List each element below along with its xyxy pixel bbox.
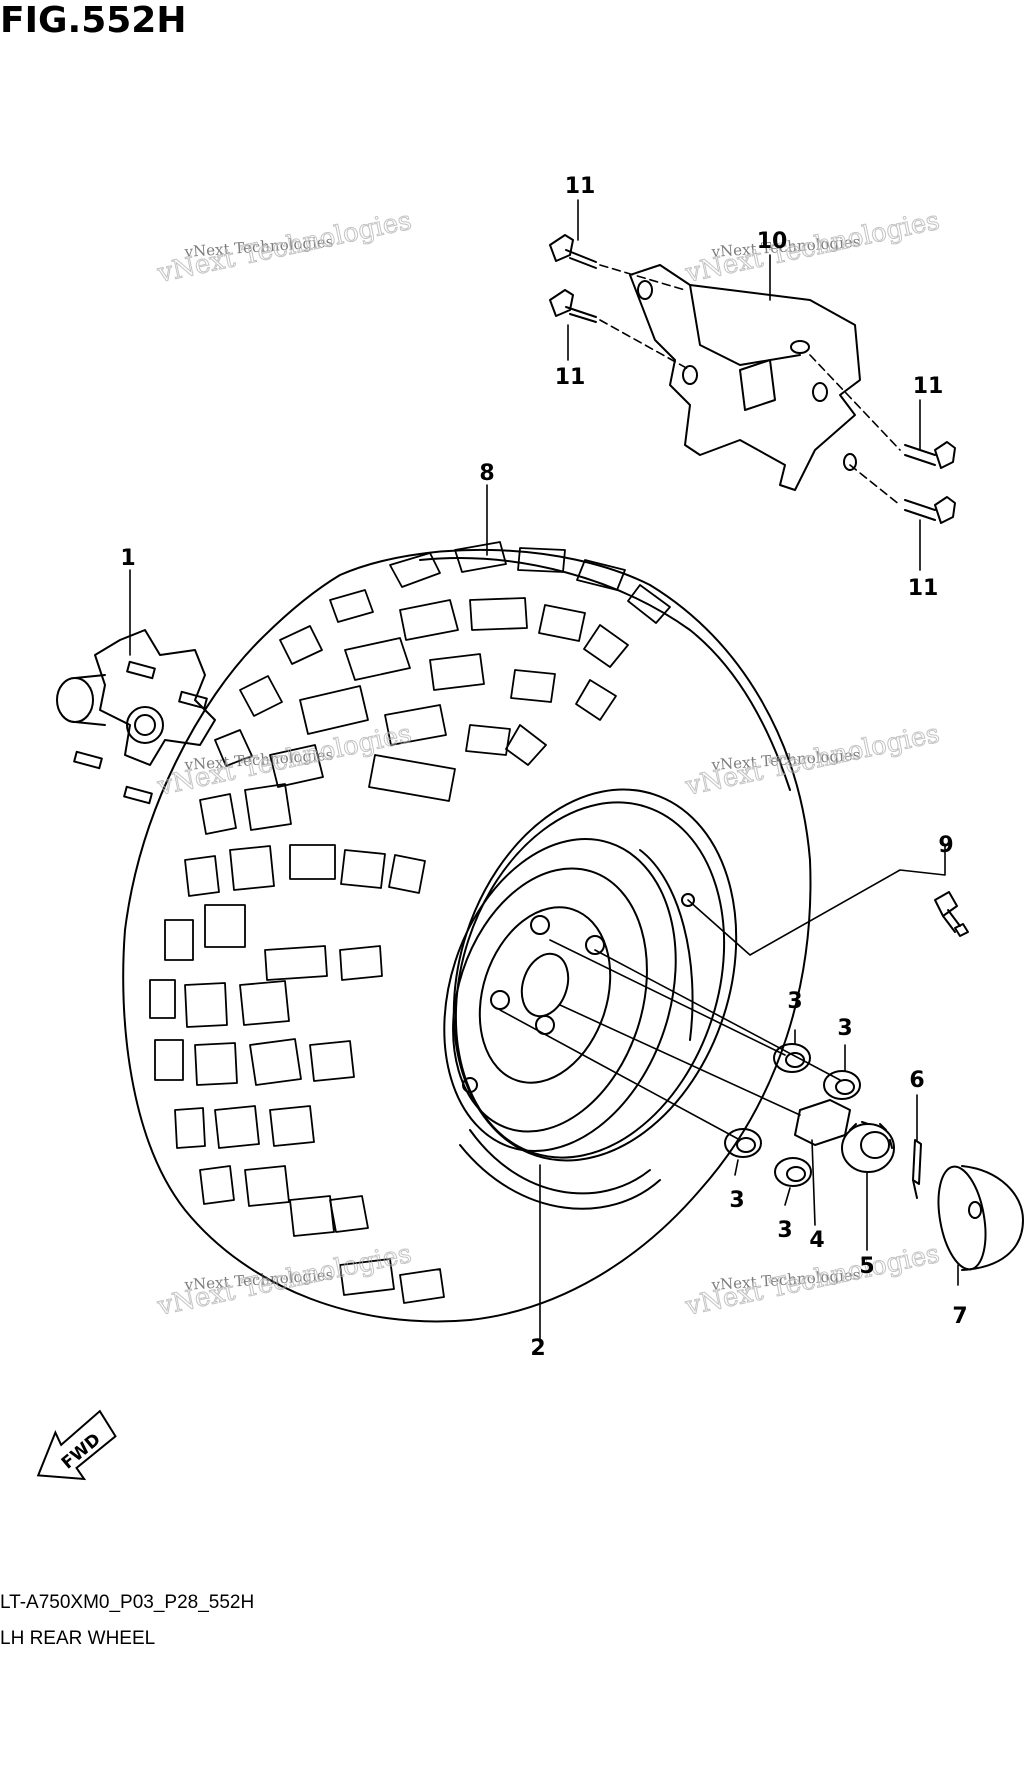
castle-nut — [841, 1121, 895, 1173]
tire-tread-lugs — [149, 541, 671, 1304]
callout-5: 5 — [859, 1254, 874, 1279]
callout-3: 3 — [787, 989, 802, 1014]
callout-9: 9 — [938, 833, 953, 858]
figure-title: FIG.552H — [0, 0, 187, 41]
valve — [934, 891, 969, 937]
fwd-arrow-icon: FWD — [36, 1409, 117, 1481]
wheel-rim — [443, 788, 738, 1210]
bracket — [629, 264, 861, 491]
nuts — [724, 1043, 861, 1187]
wheel-hub — [56, 629, 216, 805]
bolts — [549, 234, 956, 524]
callout-10: 10 — [757, 229, 788, 254]
callout-labels: 1 2 3 3 3 3 4 5 6 7 8 9 10 11 11 11 11 — [120, 174, 967, 1361]
callout-3: 3 — [729, 1188, 744, 1213]
callout-11: 11 — [555, 365, 586, 390]
cotter-pin — [912, 1139, 922, 1199]
callout-11: 11 — [913, 374, 944, 399]
callout-2: 2 — [530, 1336, 545, 1361]
leader-lines — [129, 199, 959, 1341]
figure-name: LH REAR WHEEL — [0, 1628, 156, 1649]
callout-3: 3 — [837, 1016, 852, 1041]
callout-3: 3 — [777, 1218, 792, 1243]
hub-cap — [937, 1165, 1024, 1271]
callout-11: 11 — [565, 174, 596, 199]
callout-7: 7 — [952, 1304, 967, 1329]
washer — [794, 1099, 851, 1146]
tire-outline — [122, 548, 812, 1323]
callout-11: 11 — [908, 576, 939, 601]
figure-code: LT-A750XM0_P03_P28_552H — [0, 1592, 255, 1613]
callout-6: 6 — [909, 1068, 924, 1093]
callout-8: 8 — [479, 461, 494, 486]
callout-4: 4 — [809, 1228, 824, 1253]
callout-1: 1 — [120, 546, 135, 571]
